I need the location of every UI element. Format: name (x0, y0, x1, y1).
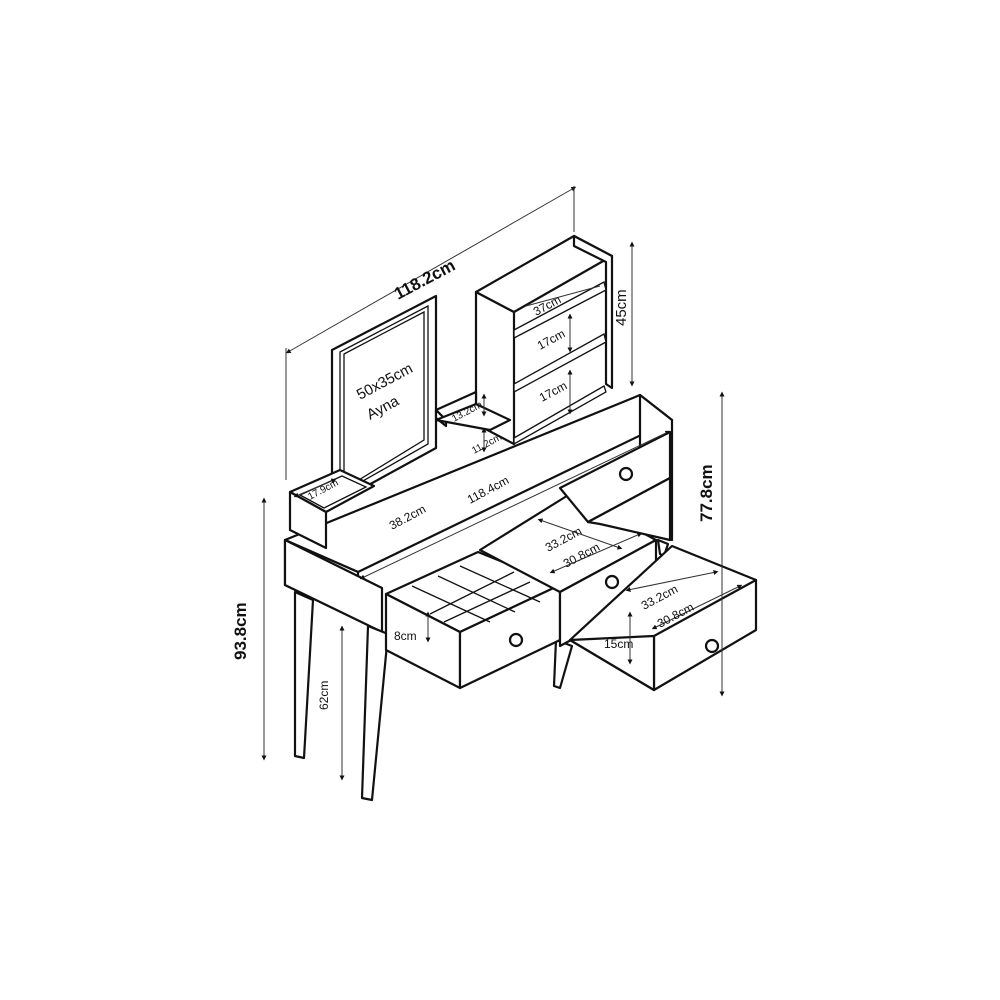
small-drawer-height-label: 8cm (394, 629, 417, 643)
shelf-gap-upper-label: 17cm (535, 327, 567, 353)
small-shelf (434, 390, 512, 432)
desk-height-label: 77.8cm (697, 464, 716, 522)
dimension-lines (261, 186, 743, 781)
leg-height-label: 62cm (317, 681, 331, 710)
right-drawer-height-label: 15cm (604, 637, 633, 651)
total-width-label: 118.2cm (391, 256, 458, 304)
total-height-label: 93.8cm (231, 602, 250, 660)
legs (293, 538, 670, 802)
shelf-height-label: 45cm (613, 289, 630, 326)
shelf-gap-lower-label: 17cm (537, 379, 569, 405)
